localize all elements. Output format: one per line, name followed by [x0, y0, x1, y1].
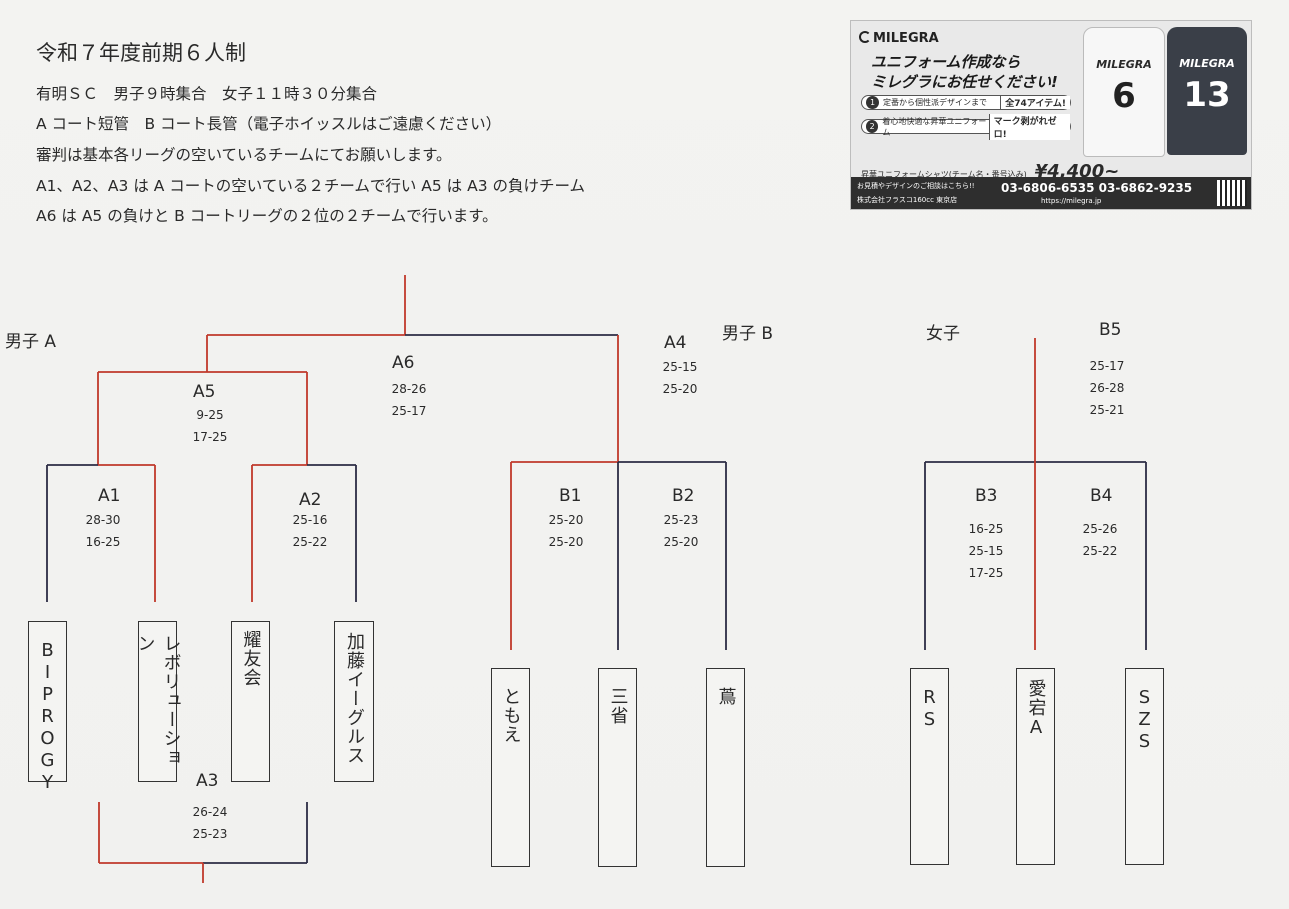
match-b3-label: B3 — [975, 486, 998, 506]
team-tomoe: ともえ — [491, 668, 530, 867]
section-men-b: 男子 B — [722, 324, 774, 344]
team-szs: SZS — [1125, 668, 1164, 865]
match-a5-label: A5 — [193, 382, 216, 402]
match-b2-label: B2 — [672, 486, 695, 506]
team-tsuta: 蔦 — [706, 668, 745, 867]
team-rs: RS — [910, 668, 949, 865]
team-atago-a: 愛宕A — [1016, 668, 1055, 865]
match-a3-label: A3 — [196, 771, 219, 791]
page-title: 令和７年度前期６人制 — [36, 41, 246, 65]
match-b4-label: B4 — [1090, 486, 1113, 506]
match-a6-label: A6 — [392, 353, 415, 373]
qr-code-icon — [1217, 180, 1247, 206]
team-biprogy: BIPROGY — [28, 621, 67, 794]
ad-headline-1: ユニフォーム作成なら — [871, 53, 1021, 71]
ad-price: 昇華ユニフォームシャツ(チーム名・番号込み)¥4,400~ — [861, 161, 1120, 182]
team-sansho: 三省 — [598, 668, 637, 867]
header-line-3: 審判は基本各リーグの空いているチームにてお願いします。 — [36, 146, 452, 164]
ad-phone-numbers: 03-6806-6535 03-6862-9235 — [1001, 181, 1193, 195]
ad-brand-logo: MILEGRA — [859, 31, 939, 46]
header-line-1: 有明ＳＣ 男子９時集合 女子１１時３０分集合 — [36, 85, 378, 103]
header-line-5: A6 は A5 の負けと B コートリーグの２位の２チームで行います。 — [36, 207, 498, 225]
header-line-4: A1、A2、A3 は A コートの空いている２チームで行い A5 は A3 の負… — [36, 177, 586, 195]
match-a1-label: A1 — [98, 486, 121, 506]
header-line-2: A コート短管 B コート長管（電子ホイッスルはご遠慮ください） — [36, 115, 502, 133]
team-kato-eagles: 加藤イーグルス — [334, 621, 374, 782]
section-women: 女子 — [926, 324, 960, 344]
ad-footer: お見積やデザインのご相談はこちら!! 株式会社フラスコ160cc 東京店 03-… — [851, 177, 1251, 209]
dark-jersey-image: MILEGRA 13 — [1167, 27, 1247, 155]
white-jersey-image: MILEGRA 6 — [1083, 27, 1165, 157]
section-men-a: 男子 A — [5, 332, 57, 352]
ad-url: https://milegra.jp — [1041, 197, 1102, 205]
ad-headline-2: ミレグラにお任せください! — [871, 73, 1058, 91]
match-a2-label: A2 — [299, 490, 322, 510]
match-b1-label: B1 — [559, 486, 582, 506]
team-yoyukai: 耀友会 — [231, 621, 270, 782]
match-a4-label: A4 — [664, 333, 687, 353]
match-b5-label: B5 — [1099, 320, 1122, 340]
team-revolution: レボリューション — [135, 621, 182, 782]
